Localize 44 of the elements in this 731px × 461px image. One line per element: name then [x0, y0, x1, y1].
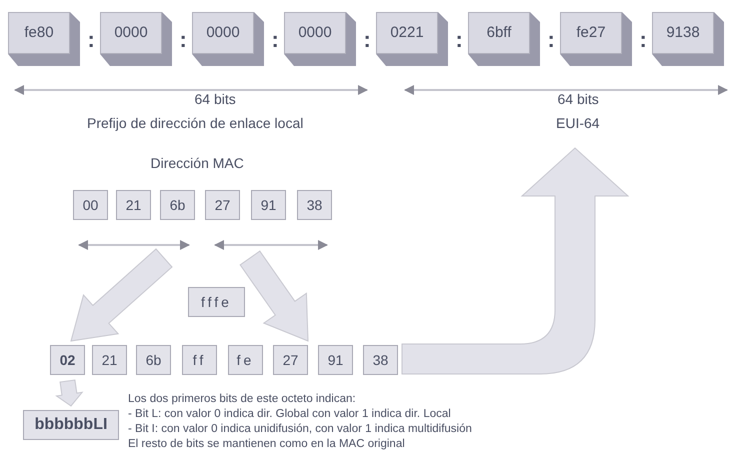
block-box: 0000 — [100, 12, 172, 66]
note-text: Los dos primeros bits de este octeto indican: — [128, 393, 356, 406]
caption-text: Dirección MAC — [150, 155, 244, 171]
octet-box: fe — [228, 345, 263, 375]
caption-text: EUI-64 — [556, 115, 600, 131]
separator-colon: : — [364, 27, 371, 53]
separator-colon: : — [88, 27, 95, 53]
block-arrow — [70, 248, 173, 342]
octet-box: 27 — [205, 190, 240, 220]
block-arrow — [402, 148, 628, 374]
octet-box: 6b — [136, 345, 171, 375]
octet-box: 38 — [363, 345, 398, 375]
separator-colon: : — [640, 27, 647, 53]
octet-box: 91 — [318, 345, 353, 375]
caption-text: Prefijo de dirección de enlace local — [87, 115, 304, 131]
block-box: 0221 — [376, 12, 448, 66]
block-box: fe27 — [560, 12, 632, 66]
octet-box: 27 — [273, 345, 308, 375]
octet-box: 6b — [160, 190, 195, 220]
octet-box: 38 — [297, 190, 332, 220]
block-box: fe80 — [8, 12, 80, 66]
separator-colon: : — [272, 27, 279, 53]
block-arrow — [55, 379, 84, 407]
block-box: 9138 — [652, 12, 724, 66]
octet-box: 00 — [73, 190, 108, 220]
octet-box: 02 — [50, 345, 85, 375]
separator-colon: : — [548, 27, 555, 53]
note-text: El resto de bits se mantienen como en la MAC original — [128, 438, 405, 450]
octet-box: 91 — [251, 190, 286, 220]
octet-box: bbbbbbLI — [23, 410, 119, 440]
separator-colon: : — [180, 27, 187, 53]
block-box: 0000 — [192, 12, 264, 66]
note-text: - Bit L: con valor 0 indica dir. Global con valor 1 indica dir. Local — [128, 408, 451, 420]
octet-box: 21 — [92, 345, 127, 375]
separator-colon: : — [456, 27, 463, 53]
caption-text: 64 bits — [194, 91, 236, 107]
block-arrow — [240, 250, 309, 342]
octet-box: 21 — [116, 190, 151, 220]
caption-text: 64 bits — [558, 91, 599, 107]
octet-box: fffe — [188, 287, 245, 317]
block-box: 6bff — [468, 12, 540, 66]
octet-box: ff — [182, 345, 217, 375]
block-box: 0000 — [284, 12, 356, 66]
note-text: - Bit I: con valor 0 indica unidifusión, con valor 1 indica multidifusión — [128, 423, 472, 436]
